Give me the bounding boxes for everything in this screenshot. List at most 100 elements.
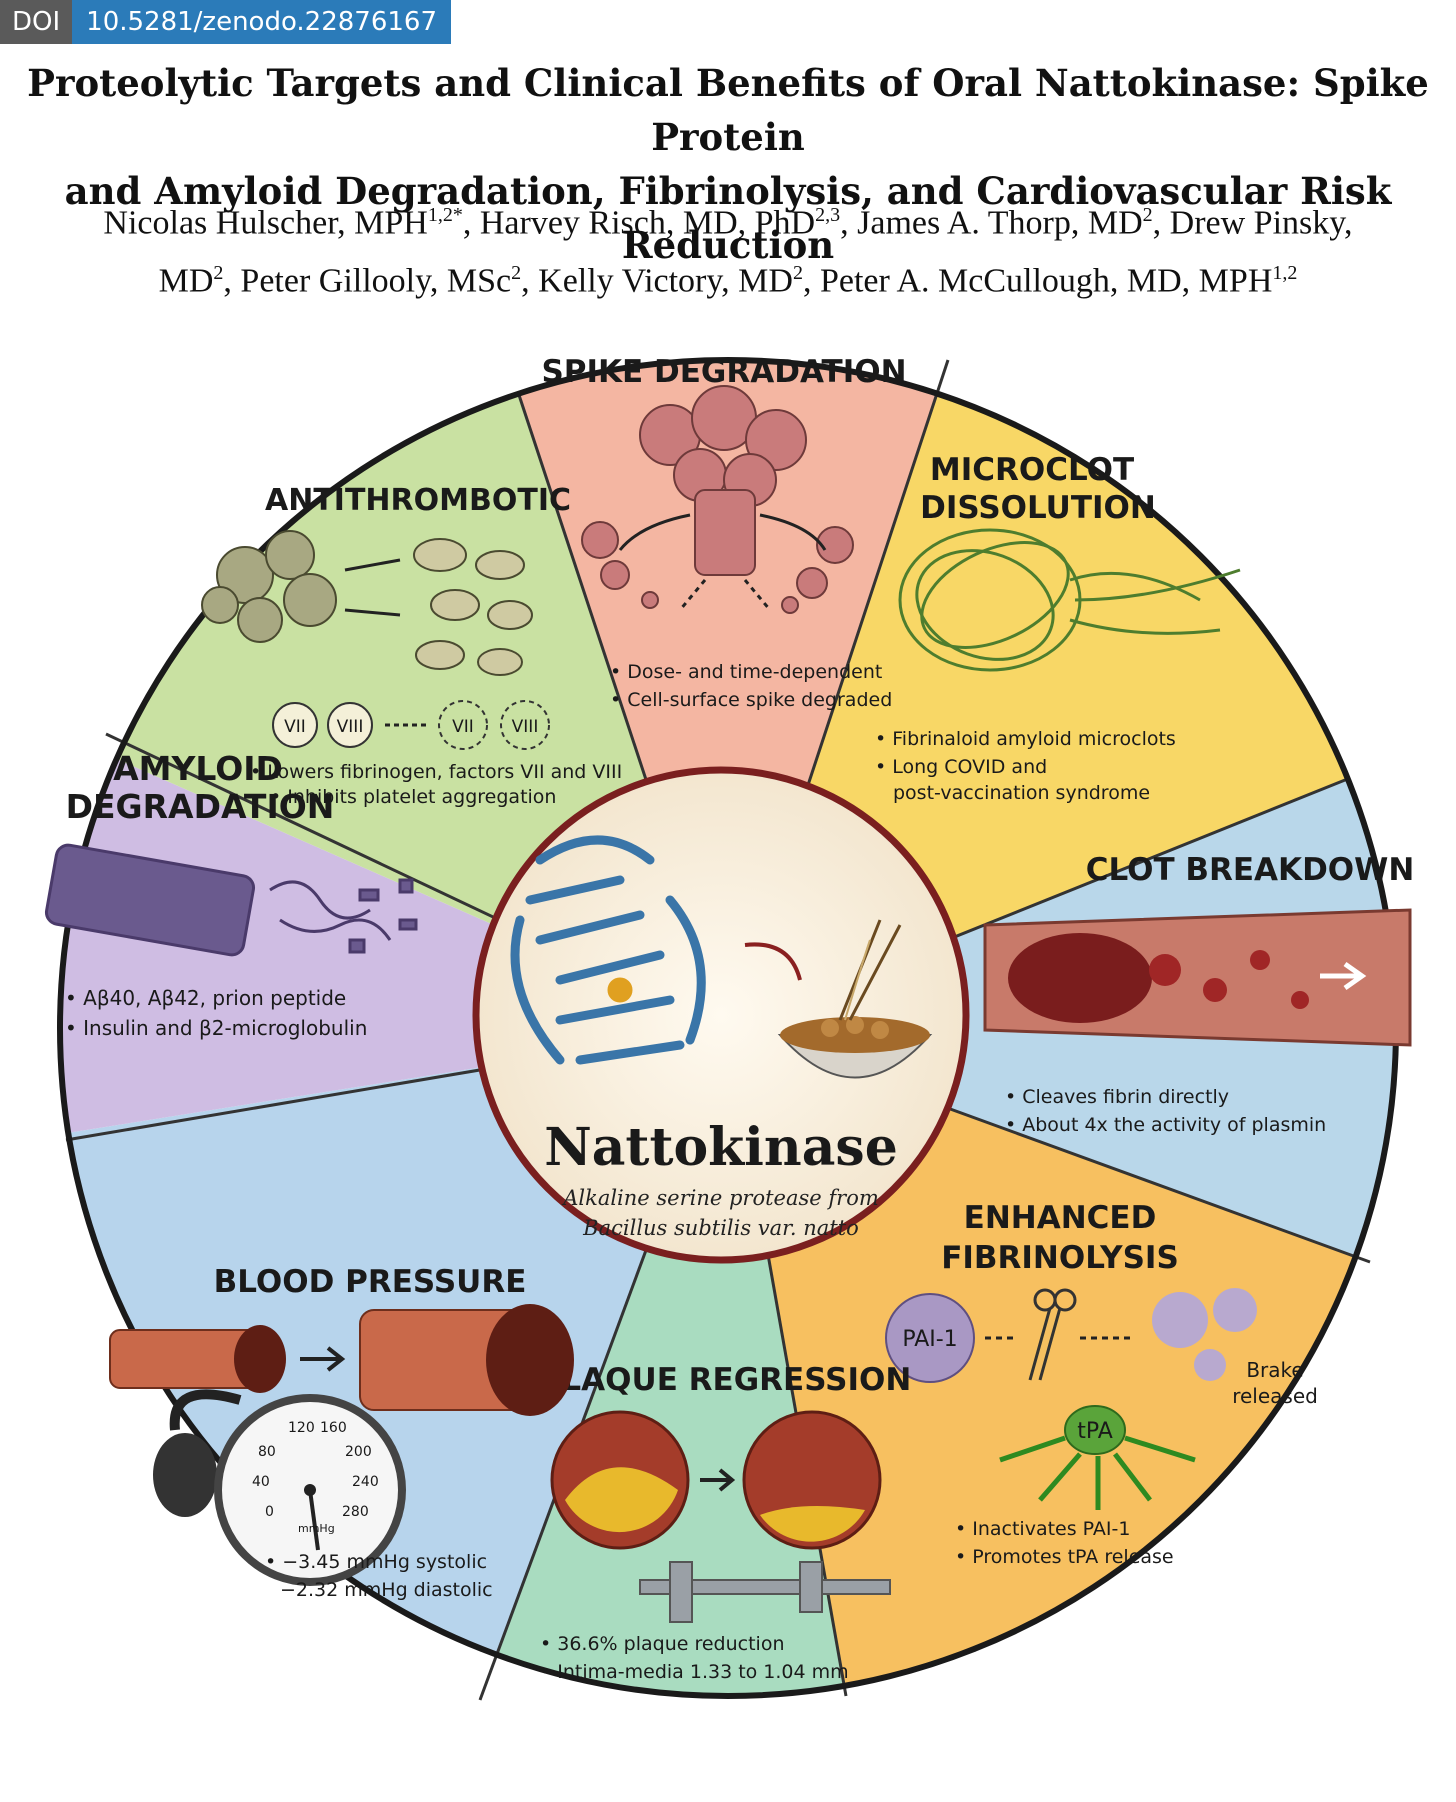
factor-viii-label: VIII [337, 717, 364, 737]
fragmented-pai-icon [1152, 1288, 1257, 1381]
author-name: Peter A. McCullough, MD, MPH [819, 262, 1273, 300]
arrow-right-icon [300, 1346, 346, 1372]
gauge-tick-0: 0 [265, 1504, 274, 1520]
author-affil: 1,2* [427, 204, 463, 226]
benefit-wheel-diagram: SPIKE DEGRADATION • Dose- and time-depen… [44, 300, 1415, 1701]
tpa-label: tPA [1077, 1419, 1113, 1444]
center-title: Nattokinase [544, 1117, 898, 1178]
title-line-2: and Amyloid Degradation, Fibrinolysis, a… [64, 169, 1392, 267]
fibrinolysis-section: ENHANCED FIBRINOLYSIS PAI-1 Brake releas… [885, 1200, 1318, 1568]
antithrombotic-bullet-1: • Lowers fibrinogen, factors VII and VII… [250, 761, 622, 783]
factor-vii-reduced-icon [438, 700, 488, 750]
scissors-icon [1028, 1288, 1077, 1381]
amyloid-title-line-2: DEGRADATION [66, 787, 335, 826]
pai-1-label: PAI-1 [902, 1327, 957, 1352]
aggregation-arrows-icon [344, 558, 401, 617]
title-line-1: Proteolytic Targets and Clinical Benefit… [27, 61, 1429, 159]
center-subtitle-line-2: Bacillus subtilis var. natto [582, 1216, 859, 1240]
clotting-factor-icons [272, 700, 550, 750]
plaque-bullet-2: • Intima-media 1.33 to 1.04 mm [540, 1661, 849, 1683]
bp-bullet-2: −2.32 mmHg diastolic [280, 1579, 493, 1601]
factor-viii-reduced-icon [500, 700, 550, 750]
spike-bullet-2: • Cell-surface spike degraded [610, 689, 892, 711]
sphygmomanometer-icon [153, 1389, 406, 1586]
author-name: Harvey Risch, MD, PhD [479, 204, 816, 242]
spike-bullet-1: • Dose- and time-dependent [610, 661, 882, 683]
curved-arrow-icon [744, 942, 802, 981]
antithrombotic-title: ANTITHROMBOTIC [265, 483, 571, 518]
microclot-section: MICROCLOT DISSOLUTION • Fibrinaloid amyl… [875, 452, 1241, 804]
blood-vessel-icon [983, 908, 1412, 1047]
gauge-tick-80: 80 [258, 1444, 276, 1460]
microclot-bullet-3: post-vaccination syndrome [893, 782, 1150, 804]
center-hub[interactable]: Nattokinase Alkaline serine protease fro… [472, 766, 970, 1264]
author-line-1: Nicolas Hulscher, MPH1,2*, Harvey Risch,… [103, 204, 1353, 242]
microclot-bullet-2: • Long COVID and [875, 756, 1047, 778]
author-affil: 2 [792, 262, 803, 285]
clot-bullet-2: • About 4x the activity of plasmin [1005, 1114, 1326, 1136]
author-affil: 2 [1142, 204, 1153, 226]
microclot-bullet-1: • Fibrinaloid amyloid microclots [875, 728, 1176, 750]
gauge-tick-120: 120 [288, 1420, 315, 1436]
tpa-arrows-icon [999, 1435, 1196, 1510]
factor-vii-label: VII [284, 717, 306, 737]
fibrinolysis-bullet-2: • Promotes tPA release [955, 1546, 1174, 1568]
pai-1-molecule-icon [885, 1293, 975, 1383]
amyloid-bullet-1: • Aβ40, Aβ42, prion peptide [65, 986, 346, 1010]
author-affil: 2,3 [815, 204, 841, 226]
gauge-tick-200: 200 [345, 1444, 372, 1460]
tpa-molecule-icon [1064, 1405, 1126, 1455]
doi-label: DOI [0, 0, 73, 44]
clot-section: CLOT BREAKDOWN • Cleaves fibrin directly… [983, 852, 1415, 1136]
antithrombotic-section: ANTITHROMBOTIC VII VIII VII VIII • Lower… [201, 483, 622, 808]
factor-viii-icon [327, 702, 373, 748]
author-list: Nicolas Hulscher, MPH1,2*, Harvey Risch,… [0, 190, 1456, 307]
caliper-icon [639, 1561, 891, 1623]
spike-protein-icon [581, 385, 854, 614]
antithrombotic-bullet-2: • Inhibits platelet aggregation [270, 786, 556, 808]
factor-vii-reduced-label: VII [452, 717, 474, 737]
microclot-title-line-1: MICROCLOT [930, 452, 1134, 488]
author-name: Peter Gillooly, MSc [240, 262, 512, 300]
author-name: James A. Thorp, MD [857, 204, 1143, 242]
author-name: MD [158, 262, 214, 300]
amyloid-fibril-icon [44, 843, 418, 957]
page-title: Proteolytic Targets and Clinical Benefit… [0, 56, 1456, 272]
fibrin-mesh-icon [898, 528, 1241, 672]
fibrinolysis-title-line-2: FIBRINOLYSIS [941, 1240, 1179, 1276]
author-affil: 1,2 [1272, 262, 1298, 285]
center-hub-ring [472, 766, 970, 1264]
amyloid-section: AMYLOID DEGRADATION • Aβ40, Aβ42, prion … [44, 749, 418, 1040]
red-cell-icon [413, 538, 533, 676]
clot-title: CLOT BREAKDOWN [1086, 852, 1415, 888]
amyloid-title-line-1: AMYLOID [113, 749, 283, 788]
amyloid-bullet-2: • Insulin and β2-microglobulin [65, 1016, 367, 1040]
author-line-2: MD2, Peter Gillooly, MSc2, Kelly Victory… [158, 262, 1298, 300]
doi-badge[interactable]: DOI 10.5281/zenodo.22876167 [0, 0, 452, 44]
gauge-tick-280: 280 [342, 1504, 369, 1520]
spike-title: SPIKE DEGRADATION [541, 354, 906, 390]
center-subtitle-line-1: Alkaline serine protease from [561, 1186, 879, 1210]
gauge-tick-40: 40 [252, 1474, 270, 1490]
artery-plaque-icon [550, 1410, 882, 1550]
author-name: Drew Pinsky, [1169, 204, 1353, 242]
plaque-title: PLAQUE REGRESSION [539, 1362, 912, 1398]
brake-label-1: Brake [1246, 1358, 1303, 1382]
author-name: Kelly Victory, MD [538, 262, 793, 300]
segment-spike-degradation[interactable] [478, 300, 978, 1028]
gauge-tick-160: 160 [320, 1420, 347, 1436]
bp-bullet-1: • −3.45 mmHg systolic [265, 1551, 487, 1573]
platelet-cluster-icon [201, 530, 337, 643]
doi-value[interactable]: 10.5281/zenodo.22876167 [72, 0, 452, 44]
protein-structure-icon [510, 835, 706, 1065]
factor-vii-icon [272, 702, 318, 748]
vessel-dilation-icon [109, 1304, 574, 1416]
blood-pressure-section: BLOOD PRESSURE 120 160 80 200 40 240 0 2… [109, 1264, 574, 1601]
author-affil: 2 [213, 262, 224, 285]
natto-bowl-icon [777, 919, 933, 1079]
author-name: Nicolas Hulscher, MPH [103, 204, 428, 242]
author-affil: 2 [511, 262, 522, 285]
plaque-section: PLAQUE REGRESSION • 36.6% plaque reducti… [539, 1362, 912, 1683]
spike-section: SPIKE DEGRADATION • Dose- and time-depen… [541, 354, 906, 711]
arrow-right-icon [1320, 961, 1367, 991]
